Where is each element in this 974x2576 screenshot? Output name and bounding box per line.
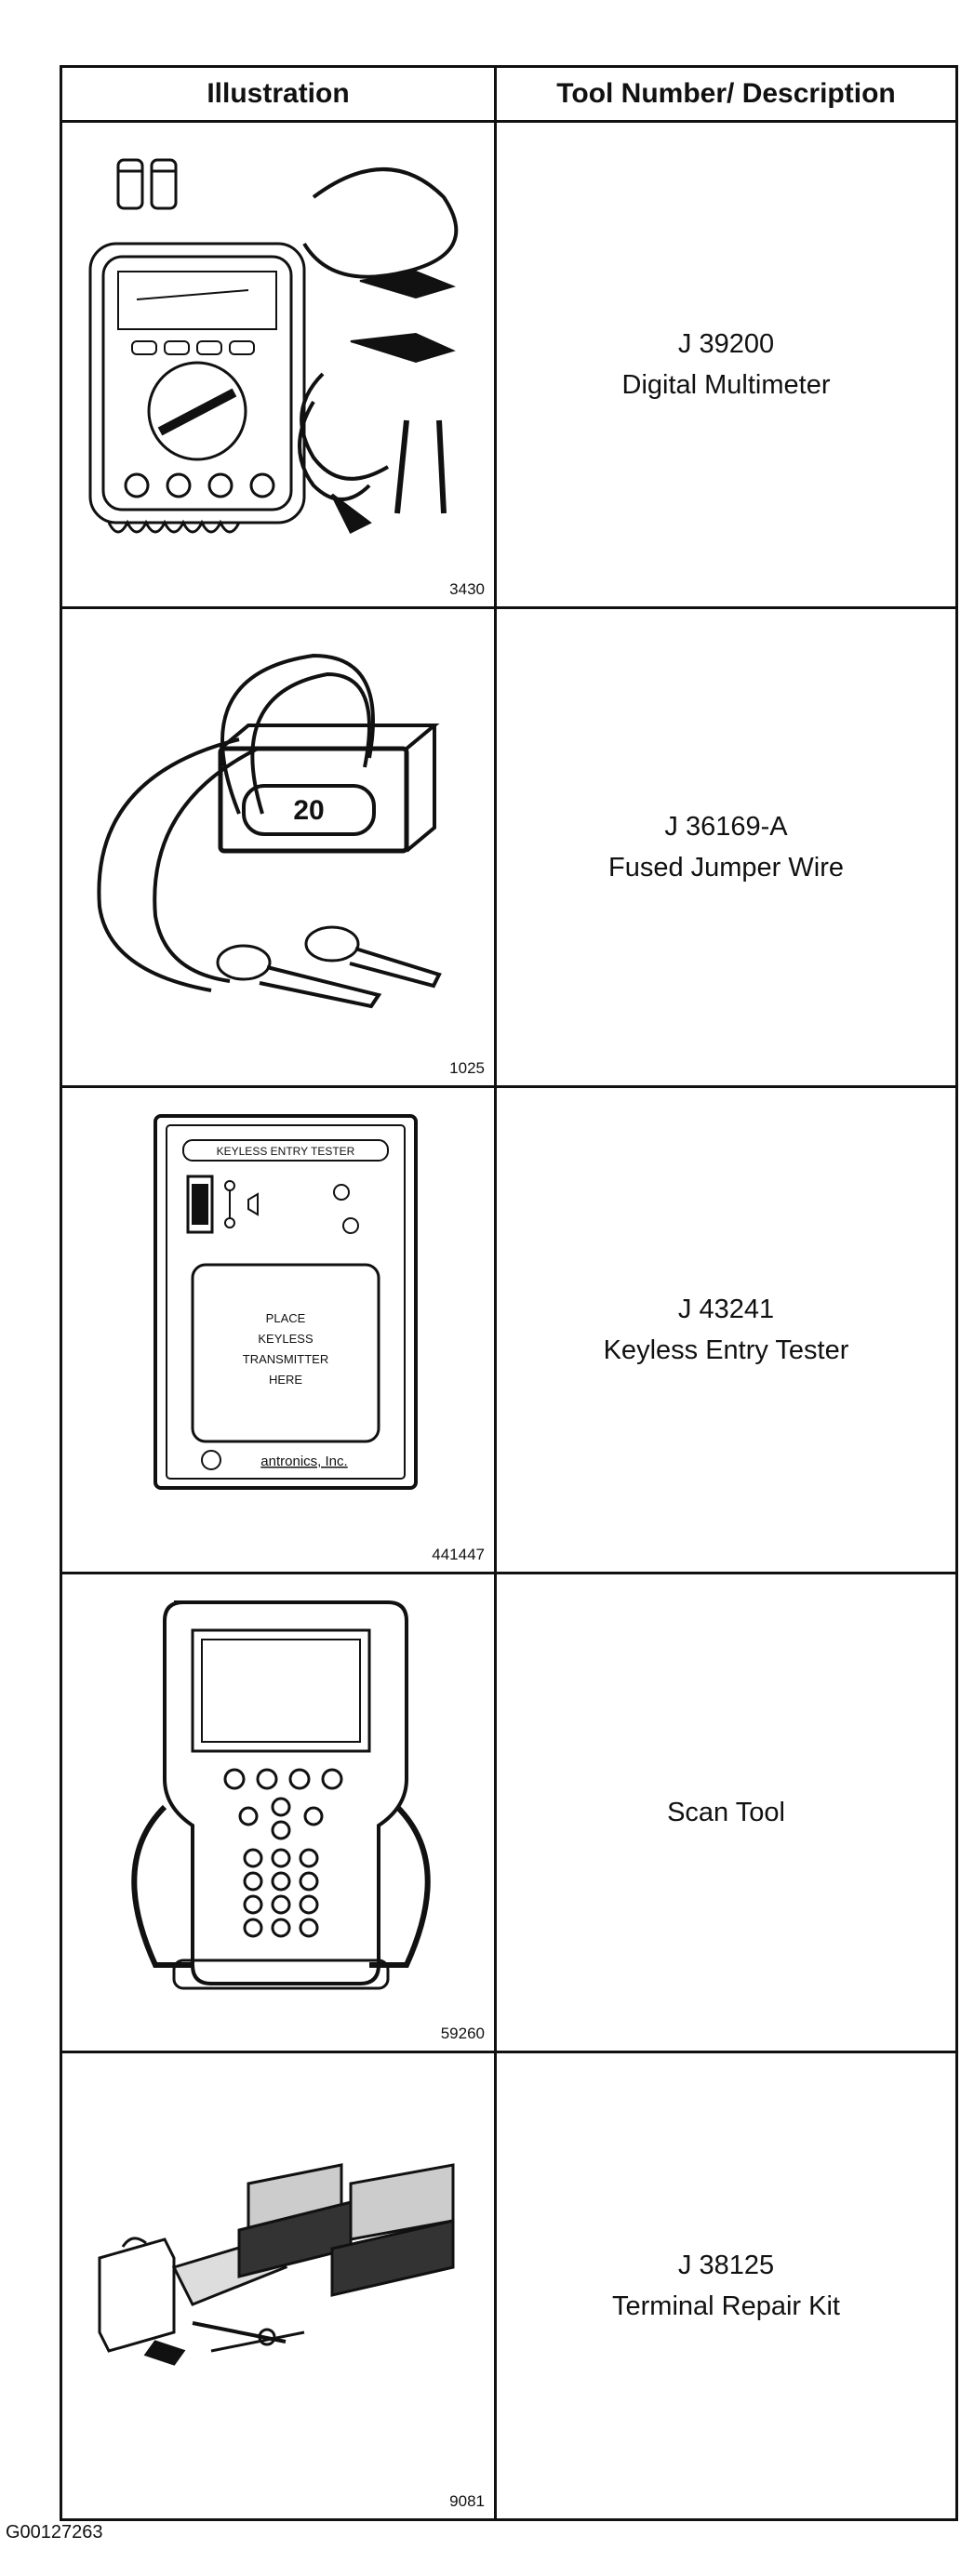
table-row: 9081 J 38125 Terminal Repair Kit (60, 2051, 958, 2521)
pad-line: HERE (269, 1373, 302, 1387)
figure-number: 3430 (449, 580, 485, 598)
illustration-cell: KEYLESS ENTRY TESTER PLACE KEYLESS TRANS… (60, 1085, 497, 1574)
keyless-entry-tester-icon: KEYLESS ENTRY TESTER PLACE KEYLESS TRANS… (153, 1114, 418, 1490)
tool-description-cell: Scan Tool (494, 1572, 958, 2053)
pad-line: KEYLESS (258, 1332, 314, 1346)
tool-number: J 38125 (677, 2251, 775, 2280)
tool-description: Digital Multimeter (621, 370, 831, 400)
terminal-repair-kit-icon (98, 2163, 455, 2366)
brand-label: antronics, Inc. (260, 1454, 347, 1469)
table-row: 20 1025 J 36169-A Fused Jumper Wire (60, 606, 958, 1088)
table-row: 59260 Scan Tool (60, 1572, 958, 2053)
tool-description: Fused Jumper Wire (607, 853, 844, 883)
tool-description: Terminal Repair Kit (612, 2291, 840, 2321)
figure-number: 59260 (440, 2025, 485, 2042)
tool-number: J 36169-A (664, 812, 788, 842)
special-tools-table: Illustration Tool Number/ Description (60, 65, 958, 2521)
illustration-cell: 3430 (60, 120, 497, 609)
pad-line: TRANSMITTER (243, 1352, 328, 1366)
tool-description: Scan Tool (667, 1798, 785, 1827)
tool-description-cell: J 39200 Digital Multimeter (494, 120, 958, 609)
document-code: G00127263 (6, 2522, 103, 2543)
header-tool-description: Tool Number/ Description (494, 65, 958, 123)
table-row: KEYLESS ENTRY TESTER PLACE KEYLESS TRANS… (60, 1085, 958, 1574)
figure-number: 1025 (449, 1059, 485, 1077)
tool-number: J 43241 (677, 1295, 775, 1324)
illustration-cell: 20 1025 (60, 606, 497, 1088)
illustration-cell: 9081 (60, 2051, 497, 2521)
tool-number: J 39200 (677, 329, 775, 359)
fused-jumper-wire-icon: 20 (97, 653, 442, 1009)
figure-number: 441447 (432, 1546, 485, 1563)
fuse-label: 20 (293, 795, 324, 826)
tool-description-cell: J 38125 Terminal Repair Kit (494, 2051, 958, 2521)
tool-description: Keyless Entry Tester (603, 1335, 849, 1365)
illustration-cell: 59260 (60, 1572, 497, 2053)
figure-number: 9081 (449, 2492, 485, 2510)
pad-line: PLACE (266, 1311, 306, 1325)
header-illustration: Illustration (60, 65, 497, 123)
device-label: KEYLESS ENTRY TESTER (217, 1145, 355, 1158)
scan-tool-icon (131, 1600, 431, 1990)
tool-description-cell: J 43241 Keyless Entry Tester (494, 1085, 958, 1574)
table-row: 3430 J 39200 Digital Multimeter (60, 120, 958, 609)
header-row: Illustration Tool Number/ Description (60, 65, 958, 123)
tool-description-cell: J 36169-A Fused Jumper Wire (494, 606, 958, 1088)
multimeter-icon (88, 158, 459, 535)
